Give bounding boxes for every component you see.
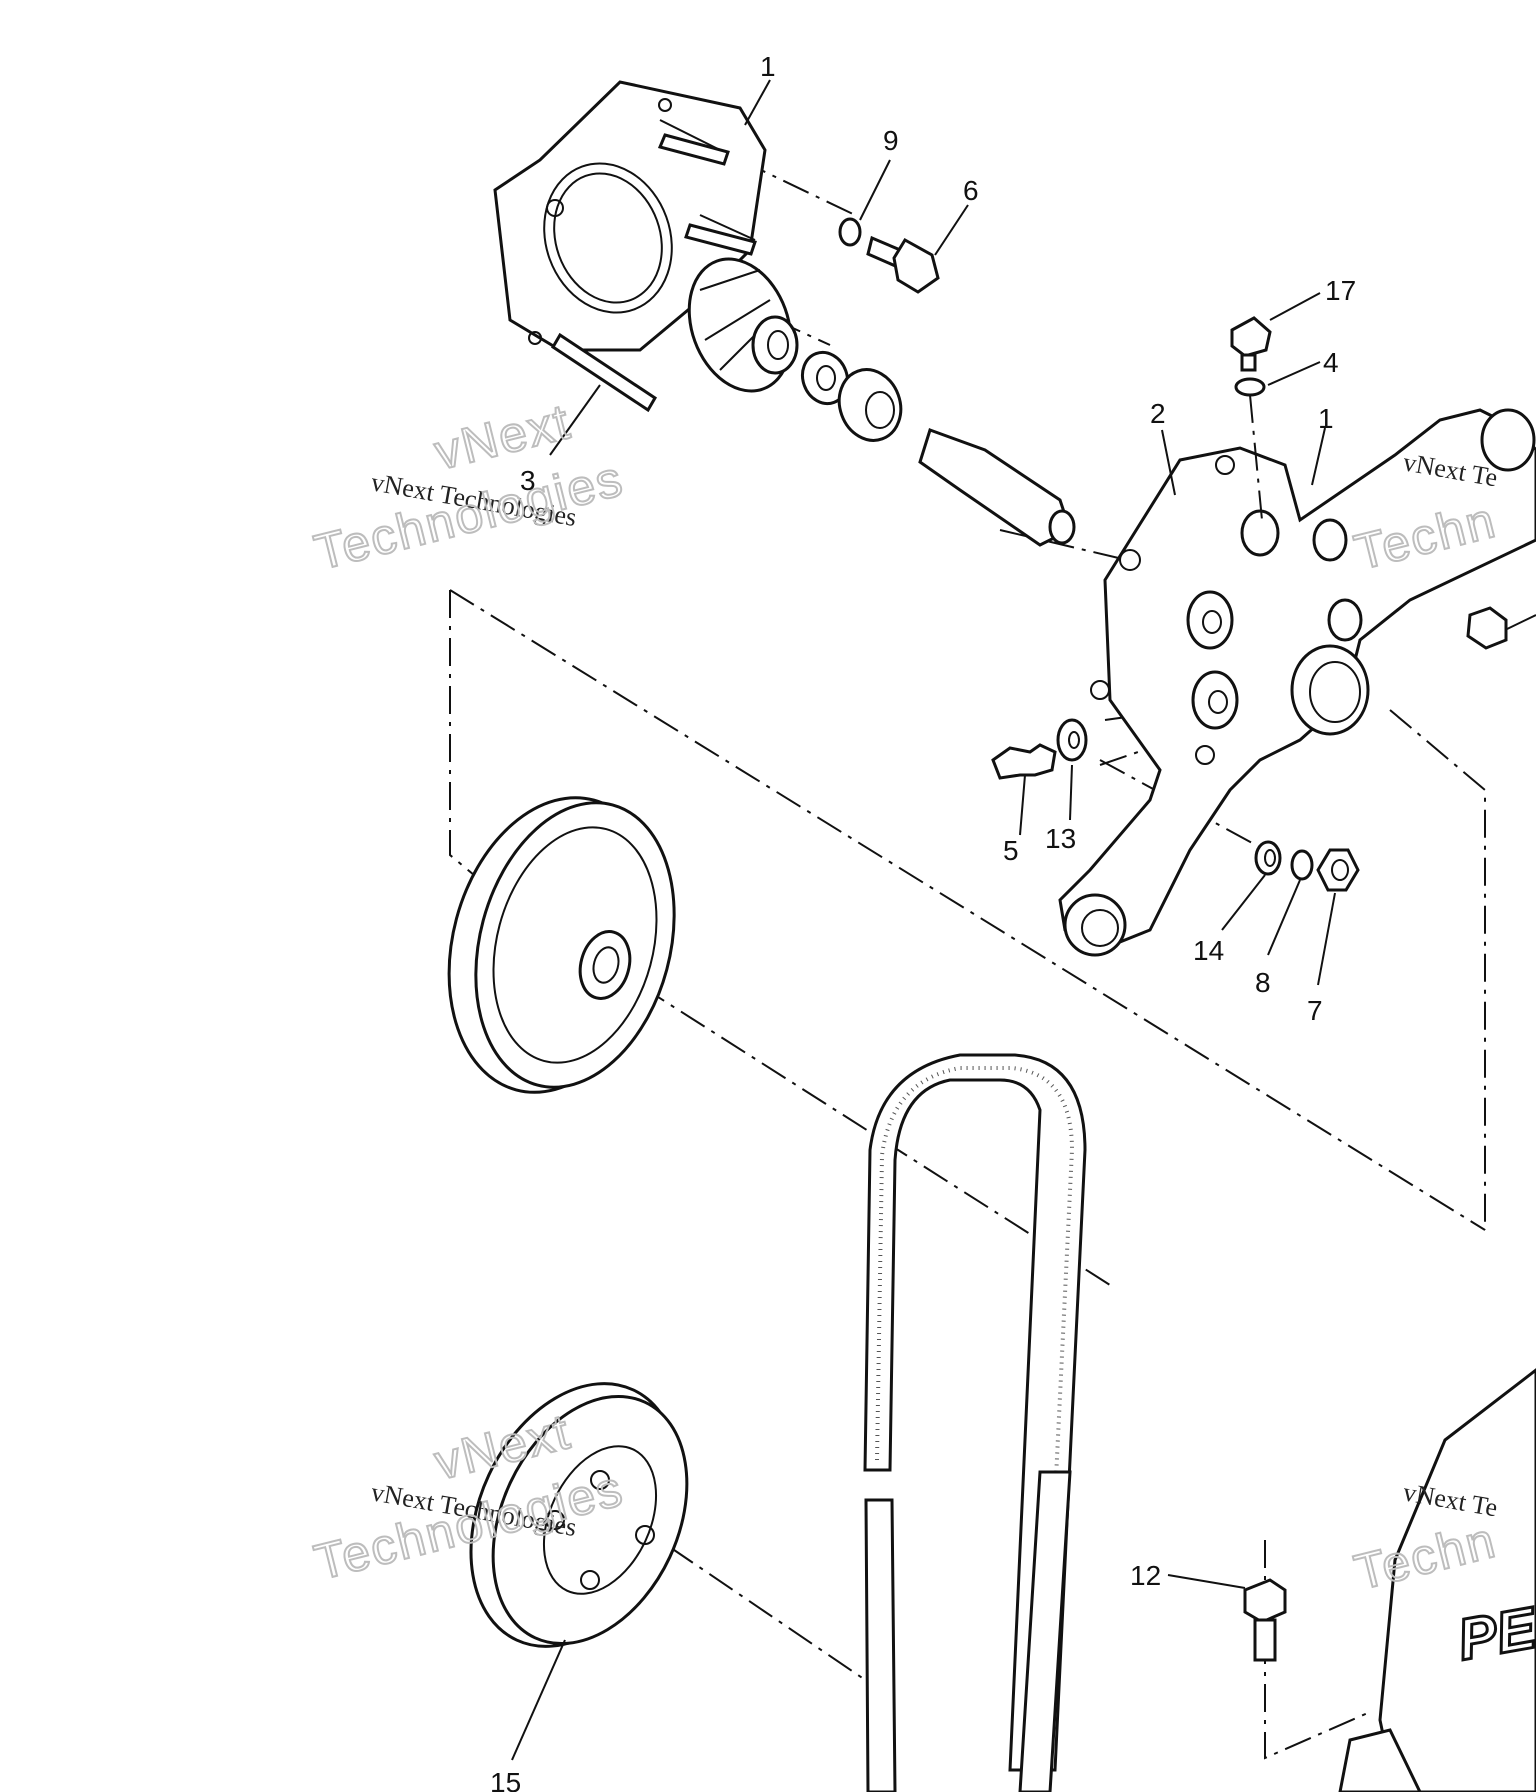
shaft-assembly [800, 350, 1076, 547]
callout-7: 7 [1307, 995, 1323, 1026]
callout-labels: 1 9 6 17 4 2 1 3 5 13 14 8 7 12 15 [490, 51, 1356, 1792]
impeller [687, 257, 799, 393]
pump-pulley [447, 796, 676, 1094]
callout-2: 2 [1150, 398, 1166, 429]
callout-13: 13 [1045, 823, 1076, 854]
cover-logo-fragment: PE [1453, 1595, 1536, 1673]
bolt-6-and-washer-9 [838, 217, 940, 294]
callout-17: 17 [1325, 275, 1356, 306]
leader-lines [511, 79, 1536, 1761]
callout-4: 4 [1323, 347, 1339, 378]
bolt-17-and-washer-4 [1230, 316, 1272, 521]
callout-6: 6 [963, 175, 979, 206]
stud-bolts [550, 133, 757, 413]
bolt-12 [1243, 1578, 1287, 1662]
drive-belt [863, 1053, 1087, 1792]
drive-cover [1338, 1368, 1536, 1792]
callout-8: 8 [1255, 967, 1271, 998]
callout-12: 12 [1130, 1560, 1161, 1591]
callout-3: 3 [520, 465, 536, 496]
callout-14: 14 [1193, 935, 1224, 966]
idler-pulley-15 [469, 1382, 689, 1648]
pump-housing [1058, 408, 1536, 957]
callout-5: 5 [1003, 835, 1019, 866]
fitting-5-and-washer-13 [991, 718, 1088, 780]
nut-right [1466, 606, 1508, 650]
callout-1-top: 1 [760, 51, 776, 82]
callout-15: 15 [490, 1767, 521, 1792]
callout-9: 9 [883, 125, 899, 156]
washer-14-8-nut-7 [1254, 840, 1360, 892]
callout-1-right: 1 [1318, 403, 1334, 434]
